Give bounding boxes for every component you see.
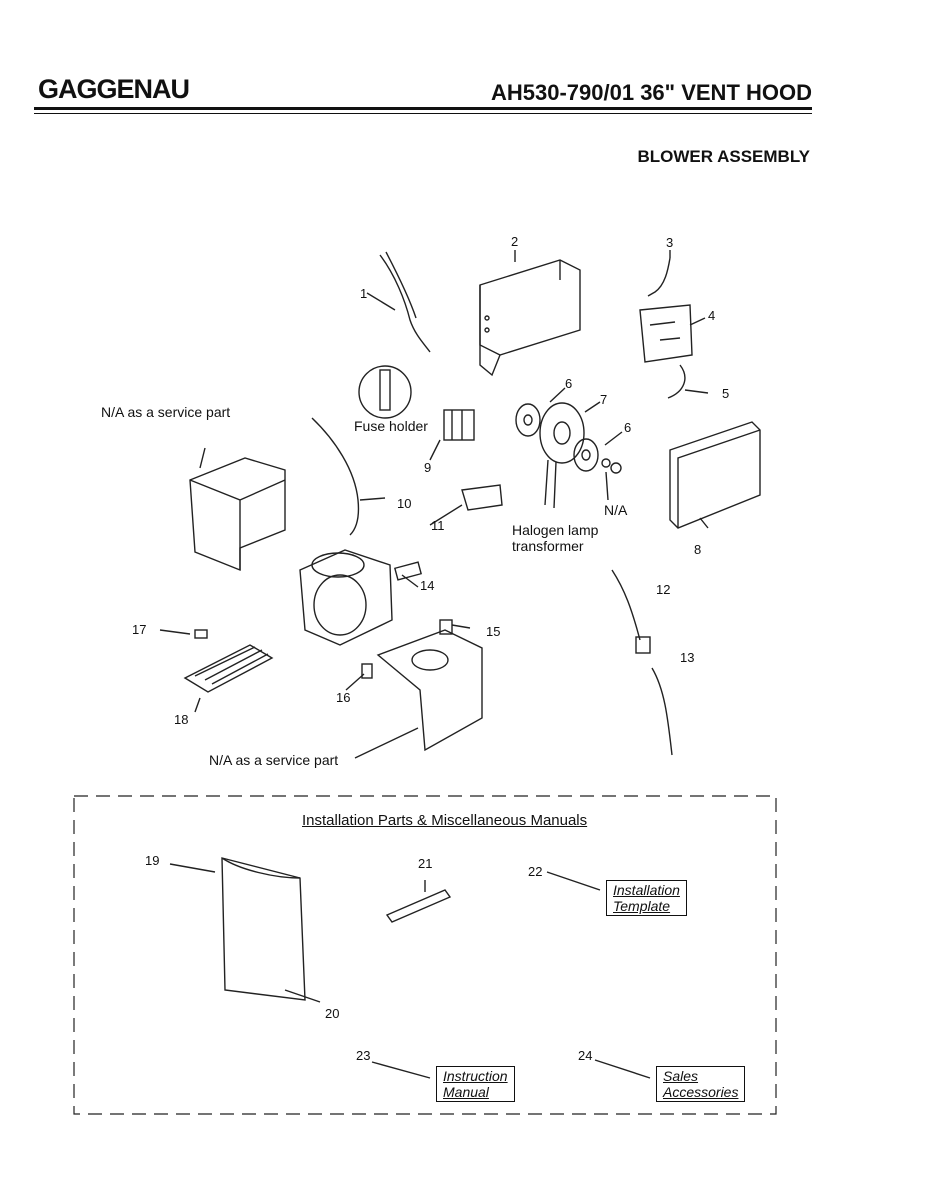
part-number: 7 (600, 392, 608, 407)
doc-line: Template (613, 898, 671, 914)
part-number: 20 (325, 1006, 340, 1021)
part-14-blower (299, 549, 393, 646)
fuse-holder-callout (358, 365, 412, 419)
halogen-label-1: Halogen lamp (512, 522, 599, 538)
part-12-wire (611, 569, 641, 641)
part-number: 8 (694, 542, 702, 557)
part-number: 19 (145, 853, 160, 868)
part-number: 16 (336, 690, 351, 705)
part-number: 18 (174, 712, 189, 727)
fuse-holder-label: Fuse holder (354, 418, 428, 434)
part-number: 3 (666, 235, 674, 250)
part-number: 23 (356, 1048, 371, 1063)
doc-line: Accessories (663, 1084, 739, 1100)
part-17-clip (194, 629, 208, 639)
part-number: 21 (418, 856, 433, 871)
na-service-label-top: N/A as a service part (101, 404, 231, 420)
part-7-transformer (539, 402, 585, 464)
part-9-terminal (443, 409, 475, 441)
part-number: 13 (680, 650, 695, 665)
part-13-wire (651, 667, 673, 756)
base-plate (376, 629, 483, 752)
part-2-bracket (479, 259, 581, 356)
doc-line: Manual (443, 1084, 489, 1100)
part-number: 11 (431, 518, 445, 533)
part-4-control-box (639, 304, 693, 363)
doc-line: Instruction (443, 1068, 508, 1084)
part-20-leader (284, 989, 321, 1003)
part-10-wire (311, 417, 360, 536)
part-3-wire (647, 257, 671, 297)
part-8-filter (669, 421, 761, 529)
installation-template-doc: Installation Template (606, 880, 687, 916)
part-number: 1 (360, 286, 368, 301)
part-number: 2 (511, 234, 519, 249)
part-21-bar (385, 889, 452, 923)
part-number: 4 (708, 308, 716, 323)
part-1-wire (379, 254, 431, 353)
section-title: BLOWER ASSEMBLY (637, 147, 810, 166)
part-6-washer (515, 403, 541, 437)
brand-logo: GAGGENAU (38, 74, 190, 104)
na-small-label: N/A (604, 502, 628, 518)
part-11-switch (461, 484, 503, 511)
part-number: 6 (565, 376, 573, 391)
model-title: AH530-790/01 36" VENT HOOD (490, 80, 812, 105)
part-18-grille (183, 644, 274, 693)
installation-box (73, 795, 777, 1115)
part-19-bag (221, 857, 306, 1001)
part-number: 6 (624, 420, 632, 435)
part-number: 12 (656, 582, 671, 597)
part-number: 10 (397, 496, 412, 511)
part-number: 14 (420, 578, 435, 593)
part-15-clip (439, 619, 453, 635)
header-rule-thin (34, 113, 812, 114)
header-rule-thick (34, 107, 812, 110)
doc-line: Installation (613, 882, 680, 898)
housing-left (189, 457, 286, 572)
installation-title: Installation Parts & Miscellaneous Manua… (302, 812, 588, 829)
part-number: 24 (578, 1048, 593, 1063)
part-number: 9 (424, 460, 432, 475)
instruction-manual-doc: Instruction Manual (436, 1066, 515, 1102)
part-number: 17 (132, 622, 147, 637)
part-number: 22 (528, 864, 543, 879)
na-service-label-bottom: N/A as a service part (209, 752, 339, 768)
part-number: 15 (486, 624, 501, 639)
part-16-clip (361, 663, 373, 679)
part-6-washer-2 (573, 438, 599, 472)
halogen-label-2: transformer (512, 538, 584, 554)
doc-line: Sales (663, 1068, 699, 1084)
part-number: 5 (722, 386, 730, 401)
sales-accessories-doc: Sales Accessories (656, 1066, 746, 1102)
part-5-wire (667, 364, 686, 399)
